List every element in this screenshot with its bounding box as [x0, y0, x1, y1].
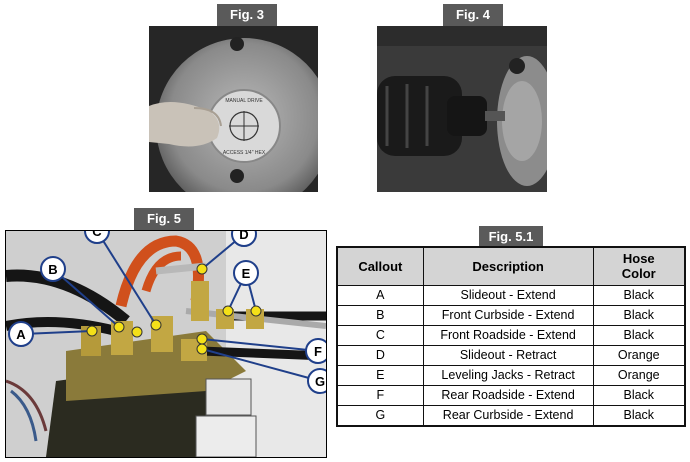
motor-manual-drive-image: MANUAL DRIVE ACCESS 1/4" HEX: [149, 26, 318, 192]
header-hose-color: Hose Color: [592, 246, 686, 286]
fig5-label: Fig. 5: [134, 208, 194, 230]
callout-g: G: [307, 368, 326, 394]
callout-a: A: [8, 321, 34, 347]
header-hose-color-line1: Hose: [622, 251, 655, 267]
fig4-label: Fig. 4: [443, 4, 503, 26]
cell-callout: C: [336, 324, 424, 346]
table-row: E Leveling Jacks - Retract Orange: [336, 364, 686, 386]
callout-f: F: [305, 338, 326, 364]
cell-description: Leveling Jacks - Retract: [422, 364, 594, 386]
cell-color: Orange: [592, 364, 686, 386]
cell-callout: B: [336, 304, 424, 326]
cell-color: Black: [592, 324, 686, 346]
cell-callout: F: [336, 384, 424, 406]
cell-description: Front Curbside - Extend: [422, 304, 594, 326]
cell-callout: E: [336, 364, 424, 386]
cell-callout: D: [336, 344, 424, 366]
finger: [149, 102, 220, 147]
svg-text:C: C: [92, 231, 102, 239]
cell-color: Black: [592, 384, 686, 406]
plate-text-bottom: ACCESS 1/4" HEX: [223, 150, 266, 156]
hydraulic-manifold-image: A B C D E F G: [6, 231, 326, 457]
table-row: A Slideout - Extend Black: [336, 284, 686, 306]
cell-color: Black: [592, 404, 686, 426]
table-header-row: Callout Description Hose Color: [336, 246, 686, 286]
callout-b: B: [40, 256, 66, 282]
cell-description: Rear Roadside - Extend: [422, 384, 594, 406]
table-row: G Rear Curbside - Extend Black: [336, 404, 686, 426]
cell-description: Slideout - Extend: [422, 284, 594, 306]
svg-text:E: E: [242, 266, 251, 281]
drill-image: [377, 26, 547, 192]
fig3-photo: MANUAL DRIVE ACCESS 1/4" HEX: [149, 26, 318, 192]
table-row: C Front Roadside - Extend Black: [336, 324, 686, 346]
svg-text:F: F: [314, 344, 322, 359]
fig51-label: Fig. 5.1: [479, 226, 543, 248]
cell-description: Front Roadside - Extend: [422, 324, 594, 346]
header-callout: Callout: [336, 246, 424, 286]
header-hose-color-line2: Color: [621, 266, 656, 282]
svg-text:G: G: [315, 374, 325, 389]
svg-text:A: A: [16, 327, 26, 342]
fig3-label: Fig. 3: [217, 4, 277, 26]
table-row: D Slideout - Retract Orange: [336, 344, 686, 366]
table-row: B Front Curbside - Extend Black: [336, 304, 686, 326]
cell-description: Rear Curbside - Extend: [422, 404, 594, 426]
callout-c: C: [84, 231, 110, 244]
cell-callout: A: [336, 284, 424, 306]
hose-color-table-wrap: Callout Description Hose Color A Slideou…: [336, 246, 686, 427]
hose-color-table: Callout Description Hose Color A Slideou…: [336, 246, 686, 427]
fig4-photo: [377, 26, 547, 192]
cell-color: Black: [592, 304, 686, 326]
callout-e: E: [233, 260, 259, 286]
cell-color: Black: [592, 284, 686, 306]
svg-text:D: D: [239, 231, 248, 242]
table-row: F Rear Roadside - Extend Black: [336, 384, 686, 406]
svg-text:B: B: [48, 262, 57, 277]
callout-d: D: [231, 231, 257, 247]
cell-callout: G: [336, 404, 424, 426]
plate-text-top: MANUAL DRIVE: [225, 98, 263, 104]
cell-description: Slideout - Retract: [422, 344, 594, 366]
fig5-photo: A B C D E F G: [5, 230, 327, 458]
header-description: Description: [422, 246, 594, 286]
cell-color: Orange: [592, 344, 686, 366]
